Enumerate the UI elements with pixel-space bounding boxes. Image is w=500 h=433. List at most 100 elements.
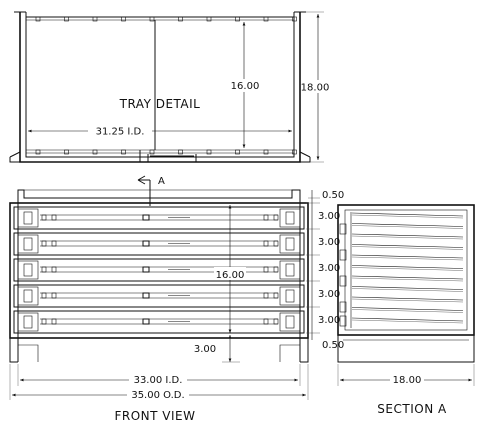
left-slide <box>17 234 39 254</box>
section-tray-shelf <box>351 267 464 271</box>
tray-detail-title: TRAY DETAIL <box>119 97 201 111</box>
bolt-icon <box>273 292 279 299</box>
outer-width-dimension: 35.00 O.D. <box>131 390 184 401</box>
bolt-icon <box>263 266 269 273</box>
section-tray-shelf <box>351 296 464 301</box>
tray-tab <box>149 16 155 22</box>
section-tray-shelf <box>351 286 464 290</box>
bolt-icon <box>273 214 279 221</box>
section-tray-shelf <box>351 235 464 240</box>
front-tray-1 <box>13 206 305 230</box>
section-tray-shelf <box>351 223 464 227</box>
tray-tab <box>35 149 41 155</box>
tray-tab <box>121 16 126 22</box>
section-a-title: SECTION A <box>377 402 447 416</box>
section-tray-shelf <box>351 265 464 269</box>
section-tray-shelf <box>351 244 464 248</box>
left-latch <box>23 289 33 303</box>
tray-detail: 31.25 I.D. 16.00 18.00 TRAY DETAIL <box>9 11 333 163</box>
handle-icon <box>142 318 150 325</box>
left-latch <box>23 315 33 329</box>
section-tray-shelf <box>351 225 464 229</box>
tray-tab <box>149 149 155 155</box>
left-slide <box>17 286 39 306</box>
tray-body <box>13 284 305 308</box>
pitch-label: 3.00 <box>318 211 340 222</box>
pitch-label: 3.00 <box>318 315 340 326</box>
section-tray-shelf <box>351 233 464 238</box>
front-tray-4 <box>13 284 305 308</box>
cabinet-outline <box>9 202 309 339</box>
section-tray-shelf <box>351 256 464 261</box>
tray-tab <box>292 149 297 155</box>
section-tray-shelf <box>351 246 464 250</box>
section-tray-shelf <box>351 288 464 292</box>
tray-tab <box>64 16 69 22</box>
right-latch <box>285 289 295 303</box>
front-base-dimension: 3.00 <box>194 344 216 355</box>
front-tray-2 <box>13 232 305 256</box>
tray-body <box>13 206 305 230</box>
right-slide <box>279 234 301 254</box>
bolt-icon <box>51 214 57 221</box>
left-slide <box>17 208 39 228</box>
bolt-icon <box>41 214 47 221</box>
section-outline <box>337 204 475 336</box>
left-slide <box>17 260 39 280</box>
tray-width-dimension: 31.25 I.D. <box>96 127 145 138</box>
tray-front-tabs <box>35 149 297 155</box>
section-tray-shelf <box>351 277 464 282</box>
pitch-label: 3.00 <box>318 289 340 300</box>
tray-tab <box>121 149 126 155</box>
tray-tab <box>92 16 98 22</box>
handle-icon <box>142 266 150 273</box>
handle-icon <box>142 292 150 299</box>
section-tray-shelf <box>351 307 464 311</box>
section-handle-icon <box>339 249 347 261</box>
right-slide <box>279 208 301 228</box>
right-latch <box>285 211 295 225</box>
right-latch <box>285 237 295 251</box>
section-base <box>337 335 475 363</box>
left-latch <box>23 237 33 251</box>
pitch-label: 3.00 <box>318 237 340 248</box>
front-tray-3 <box>13 258 305 282</box>
front-trays <box>13 206 305 334</box>
tray-handle <box>139 150 197 163</box>
pitch-label: 3.00 <box>318 263 340 274</box>
tray-overall-dimension: 18.00 <box>301 83 330 94</box>
bolt-icon <box>263 318 269 325</box>
section-tray-shelf <box>351 254 464 259</box>
bolt-icon <box>51 292 57 299</box>
left-latch <box>23 263 33 277</box>
pitch-dimensions: 0.503.003.003.003.003.000.50 <box>306 190 344 351</box>
right-slide <box>279 312 301 332</box>
right-slide <box>279 286 301 306</box>
front-height-dimension: 16.00 <box>216 270 245 281</box>
right-slide <box>279 260 301 280</box>
section-a: 18.00 SECTION A <box>337 204 475 416</box>
bolt-icon <box>51 240 57 247</box>
front-tray-5 <box>13 310 305 334</box>
tray-tab <box>263 149 269 155</box>
tray-depth-dimension: 16.00 <box>231 81 260 92</box>
tray-body <box>13 258 305 282</box>
tray-tab <box>235 16 240 22</box>
section-handle-icon <box>339 315 347 327</box>
section-tray-shelf <box>351 298 464 303</box>
tray-tab <box>64 149 69 155</box>
section-tray-shelf <box>351 319 464 324</box>
right-latch <box>285 315 295 329</box>
bolt-icon <box>263 214 269 221</box>
bolt-icon <box>41 240 47 247</box>
bolt-icon <box>273 266 279 273</box>
bolt-icon <box>263 240 269 247</box>
bolt-icon <box>273 240 279 247</box>
tray-body <box>13 232 305 256</box>
section-trays <box>339 212 464 328</box>
bolt-icon <box>41 266 47 273</box>
left-slide <box>17 312 39 332</box>
tray-tab <box>292 16 297 22</box>
section-handle-icon <box>339 275 347 287</box>
handle-icon <box>142 214 150 221</box>
